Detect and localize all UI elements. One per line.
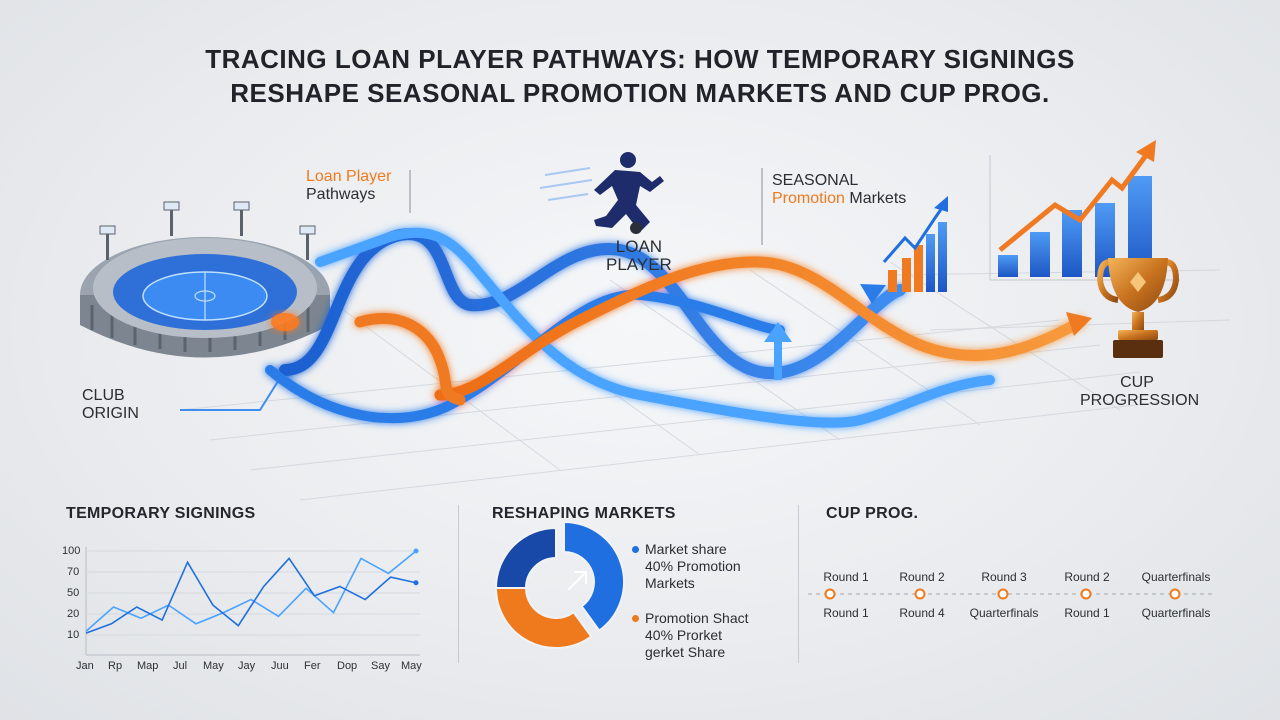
legend-dot-orange bbox=[632, 615, 639, 622]
section-divider-2 bbox=[798, 505, 799, 663]
y-tick: 70 bbox=[67, 566, 80, 578]
x-tick: Dop bbox=[337, 660, 358, 672]
round-bottom-5: Quarterfinals bbox=[1141, 606, 1211, 620]
legend-item-promotion: Promotion Shact 40% Prorket gerket Share bbox=[645, 610, 749, 661]
page-title: TRACING LOAN PLAYER PATHWAYS: HOW TEMPOR… bbox=[0, 42, 1280, 110]
label-club-origin-line1: CLUB bbox=[82, 387, 125, 404]
cup-rounds-timeline bbox=[808, 588, 1212, 600]
round-top-3: Round 3 bbox=[981, 570, 1027, 584]
x-tick: May bbox=[203, 660, 224, 672]
pathway-orange-main bbox=[434, 256, 1086, 401]
label-club-origin: CLUB ORIGIN bbox=[82, 387, 139, 423]
football-player-icon bbox=[539, 152, 664, 234]
market-share-donut bbox=[494, 520, 625, 649]
x-tick: Rp bbox=[108, 660, 123, 672]
label-club-origin-line2: ORIGIN bbox=[82, 405, 139, 422]
section-cup-prog: CUP PROG. bbox=[826, 505, 919, 522]
section-reshaping-markets: RESHAPING MARKETS bbox=[492, 505, 676, 522]
line-series-group bbox=[85, 548, 419, 634]
arrow-blue-up bbox=[764, 322, 792, 342]
markets-bar-chart bbox=[882, 196, 948, 292]
label-cup-progression: CUP PROGRESSION bbox=[1080, 374, 1200, 410]
label-seasonal-markets: Markets bbox=[849, 190, 907, 207]
round-top-4: Round 2 bbox=[1064, 570, 1110, 584]
label-loan-pathways: Loan Player Pathways bbox=[306, 168, 391, 204]
y-tick: 10 bbox=[67, 629, 80, 641]
round-bottom-4: Round 1 bbox=[1064, 606, 1110, 620]
line-series-1 bbox=[85, 550, 417, 632]
trophy-icon bbox=[1096, 258, 1180, 358]
x-tick: May bbox=[401, 660, 422, 672]
x-tick: Say bbox=[371, 660, 390, 672]
title-line-1: TRACING LOAN PLAYER PATHWAYS: HOW TEMPOR… bbox=[205, 44, 1075, 74]
arrow-orange-cup bbox=[1066, 312, 1092, 336]
label-seasonal-promotion: Promotion bbox=[772, 190, 845, 207]
label-loan-player-line2: PLAYER bbox=[606, 255, 672, 274]
arrow-blue-markets bbox=[860, 284, 886, 304]
x-tick: Jul bbox=[173, 660, 188, 672]
round-top-2: Round 2 bbox=[899, 570, 945, 584]
label-cup-line2: PROGRESSION bbox=[1080, 392, 1200, 409]
x-tick: Fer bbox=[304, 660, 321, 672]
x-tick: Jan bbox=[76, 660, 94, 672]
line-series-2 bbox=[85, 557, 417, 634]
label-seasonal: SEASONAL Promotion Markets bbox=[772, 172, 906, 208]
title-line-2: RESHAPE SEASONAL PROMOTION MARKETS AND C… bbox=[230, 78, 1050, 108]
legend-item-market-share: Market share 40% Promotion Markets bbox=[645, 541, 741, 592]
section-divider-1 bbox=[458, 505, 459, 663]
donut-slice bbox=[494, 526, 557, 589]
label-cup-line1: CUP bbox=[1120, 374, 1154, 391]
label-seasonal-line1: SEASONAL bbox=[772, 172, 859, 189]
section-temporary-signings: TEMPORARY SIGNINGS bbox=[66, 505, 256, 522]
donut-slice bbox=[494, 587, 593, 649]
pathway-network bbox=[265, 227, 1086, 428]
donut-slice bbox=[563, 520, 625, 632]
legend-line: Markets bbox=[645, 575, 695, 591]
x-tick: Jay bbox=[238, 660, 256, 672]
label-loan-pathways-line1: Loan Player bbox=[306, 168, 392, 185]
label-loan-pathways-line2: Pathways bbox=[306, 186, 376, 203]
club-origin-connector bbox=[180, 369, 286, 411]
y-tick: 100 bbox=[62, 545, 81, 557]
pathway-orange-short bbox=[354, 313, 466, 406]
label-loan-player-line1: LOAN bbox=[615, 237, 663, 256]
round-top-1: Round 1 bbox=[823, 570, 869, 584]
x-tick: Juu bbox=[271, 660, 289, 672]
line-series-end-point bbox=[413, 580, 419, 586]
round-bottom-2: Round 4 bbox=[899, 606, 945, 620]
y-tick: 20 bbox=[67, 608, 80, 620]
legend-line: Promotion Shact bbox=[645, 610, 749, 626]
legend-line: 40% Prorket bbox=[645, 627, 723, 643]
round-bottom-3: Quarterfinals bbox=[969, 606, 1039, 620]
donut-arrow-icon bbox=[567, 571, 587, 591]
pathway-blue-upper bbox=[315, 227, 995, 428]
x-tick: Map bbox=[137, 660, 159, 672]
temporary-signings-chart bbox=[85, 547, 420, 656]
legend-line: gerket Share bbox=[645, 644, 726, 660]
legend-line: 40% Promotion bbox=[645, 558, 741, 574]
y-tick: 50 bbox=[67, 587, 80, 599]
stadium-icon bbox=[80, 201, 330, 358]
round-bottom-1: Round 1 bbox=[823, 606, 869, 620]
label-loan-player: LOAN PLAYER bbox=[606, 238, 672, 274]
legend-dot-blue bbox=[632, 546, 639, 553]
round-top-5: Quarterfinals bbox=[1141, 570, 1211, 584]
legend-line: Market share bbox=[645, 541, 727, 557]
line-series-end-point bbox=[413, 548, 419, 554]
